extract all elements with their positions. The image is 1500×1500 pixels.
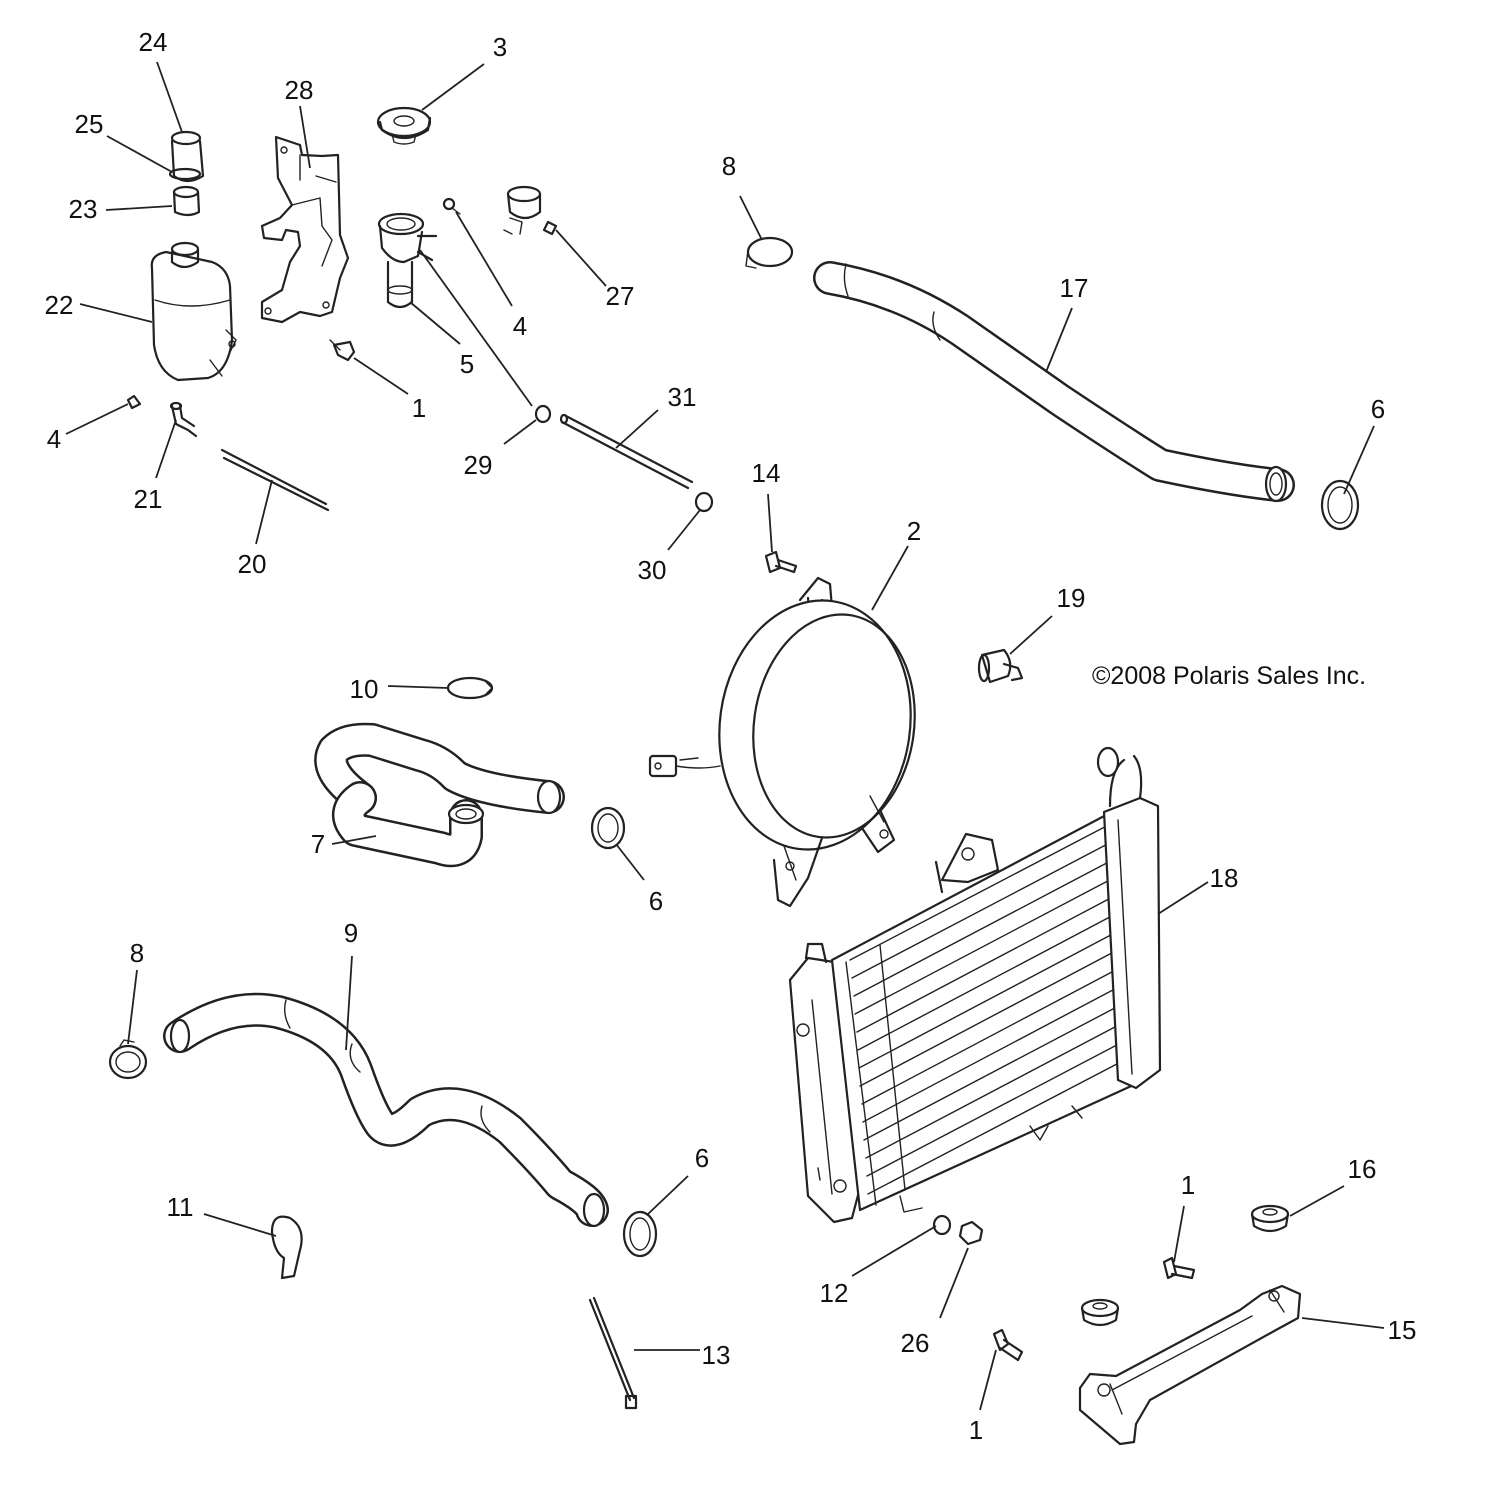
callout-10: 10 — [350, 674, 379, 704]
callout-22: 22 — [45, 290, 74, 320]
part-7-bypass-hose — [314, 722, 565, 868]
part-1-bolt-top — [329, 339, 356, 362]
fan-connector — [648, 754, 721, 778]
part-30-clamp — [694, 491, 714, 513]
part-12-washer — [932, 1214, 952, 1236]
part-18-radiator — [788, 746, 1162, 1224]
callout-6-lower: 6 — [695, 1143, 709, 1173]
callout-8-top: 8 — [722, 151, 736, 181]
callout-17: 17 — [1060, 273, 1089, 303]
leader-lines — [65, 61, 1385, 1411]
callout-25: 25 — [75, 109, 104, 139]
part-1-bolt-bottom — [992, 1328, 1024, 1362]
callout-30: 30 — [638, 555, 667, 585]
part-5-filler-neck — [377, 212, 438, 309]
part-1-bolt-right — [1162, 1256, 1196, 1280]
callout-9: 9 — [344, 918, 358, 948]
part-25-seal-ring — [168, 167, 202, 181]
copyright-notice: ©2008 Polaris Sales Inc. — [1092, 662, 1366, 690]
callout-13: 13 — [702, 1340, 731, 1370]
part-17-upper-radiator-hose — [813, 261, 1295, 503]
part-8-hose-clamp-left — [108, 1039, 148, 1080]
part-29-clamp — [534, 404, 552, 424]
part-6-hose-clamp-lower — [622, 1210, 658, 1258]
callout-31: 31 — [668, 382, 697, 412]
part-15-radiator-support-bracket — [1078, 1284, 1302, 1446]
part-26-nut — [958, 1220, 984, 1246]
callout-1-right: 1 — [1181, 1170, 1195, 1200]
part-21-elbow-fitting — [169, 401, 198, 438]
callout-14: 14 — [752, 458, 781, 488]
part-4-screw-top — [442, 197, 461, 215]
part-23-sleeve — [172, 185, 201, 217]
callout-1-bottom: 1 — [969, 1415, 983, 1445]
callout-6-middle: 6 — [649, 886, 663, 916]
part-14-bolt — [764, 550, 798, 574]
callout-24: 24 — [139, 27, 168, 57]
callout-labels: 24 25 23 22 28 3 8 17 27 4 5 1 6 31 4 29… — [45, 27, 1417, 1445]
callout-18: 18 — [1210, 863, 1239, 893]
callout-11: 11 — [167, 1192, 194, 1222]
callout-26: 26 — [901, 1328, 930, 1358]
callout-29: 29 — [464, 450, 493, 480]
part-19-grommet — [977, 648, 1024, 684]
part-13-cable-tie — [588, 1296, 638, 1410]
part-31-overflow-tube — [559, 413, 694, 490]
callout-19: 19 — [1057, 583, 1086, 613]
part-3-radiator-cap — [376, 106, 432, 145]
callout-12: 12 — [820, 1278, 849, 1308]
part-10-hose-clamp — [446, 676, 494, 700]
callout-27: 27 — [606, 281, 635, 311]
callout-4-left: 4 — [47, 424, 61, 454]
part-4-screw-left — [126, 394, 142, 410]
callout-21: 21 — [134, 484, 163, 514]
callout-5: 5 — [460, 349, 474, 379]
part-20-vent-tube — [220, 448, 330, 512]
part-8-hose-clamp-top — [745, 236, 794, 269]
part-24-reservoir-cap — [170, 130, 205, 183]
part-9-lower-radiator-hose — [163, 992, 609, 1228]
callout-7: 7 — [311, 829, 325, 859]
callout-23: 23 — [69, 194, 98, 224]
part-6-hose-clamp-right — [1320, 479, 1360, 531]
callout-28: 28 — [285, 75, 314, 105]
part-27-sensor — [503, 185, 558, 236]
part-16-grommet-upper — [1250, 1204, 1290, 1233]
part-6-hose-clamp-middle — [590, 806, 626, 850]
part-11-p-clamp — [270, 1215, 303, 1280]
callout-4-top: 4 — [513, 311, 527, 341]
callout-6-right: 6 — [1371, 394, 1385, 424]
part-2-cooling-fan — [718, 576, 916, 908]
callout-3: 3 — [493, 32, 507, 62]
callout-16: 16 — [1348, 1154, 1377, 1184]
callout-20: 20 — [238, 549, 267, 579]
callout-1-top: 1 — [412, 393, 426, 423]
part-16-grommet-lower — [1080, 1298, 1120, 1327]
part-22-coolant-reservoir — [150, 241, 237, 382]
callout-15: 15 — [1388, 1315, 1417, 1345]
callout-8-left: 8 — [130, 938, 144, 968]
callout-2: 2 — [907, 516, 921, 546]
part-28-reservoir-bracket — [260, 135, 350, 324]
